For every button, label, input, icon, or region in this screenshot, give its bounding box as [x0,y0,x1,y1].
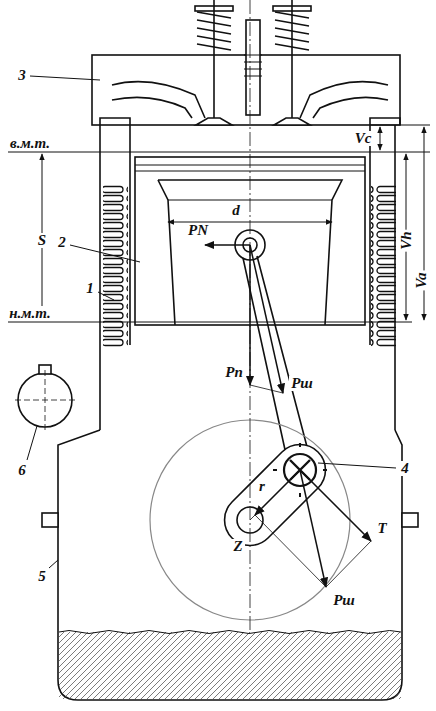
callout-number: 1 [84,281,96,296]
force-label: Pш [331,593,357,608]
dimension-label: Vh [398,229,413,251]
dimension-label: Va [415,270,430,290]
dimension-label: S [36,233,48,248]
callout-number: 2 [56,235,68,250]
dimension-label: d [230,203,242,218]
force-label: T [375,521,388,536]
force-label: Z [231,539,244,554]
connecting-rod [243,256,311,468]
position-label: н.м.т. [7,306,53,321]
crankcase [42,430,418,700]
force-label: Pп [223,365,245,380]
cylinder-head [92,20,400,125]
force-vectors [205,245,371,587]
force-label: Pш [289,376,315,391]
dimension-label: r [257,479,267,494]
callout-number: 6 [16,463,28,478]
position-label: в.м.т. [8,136,52,151]
camshaft [15,365,75,430]
callout-number: 3 [16,68,28,83]
callout-number: 4 [399,461,411,476]
dimension-label: Vc [353,131,374,146]
callout-number: 5 [36,569,48,584]
force-label: PN [186,223,210,238]
leader-lines [27,76,396,568]
